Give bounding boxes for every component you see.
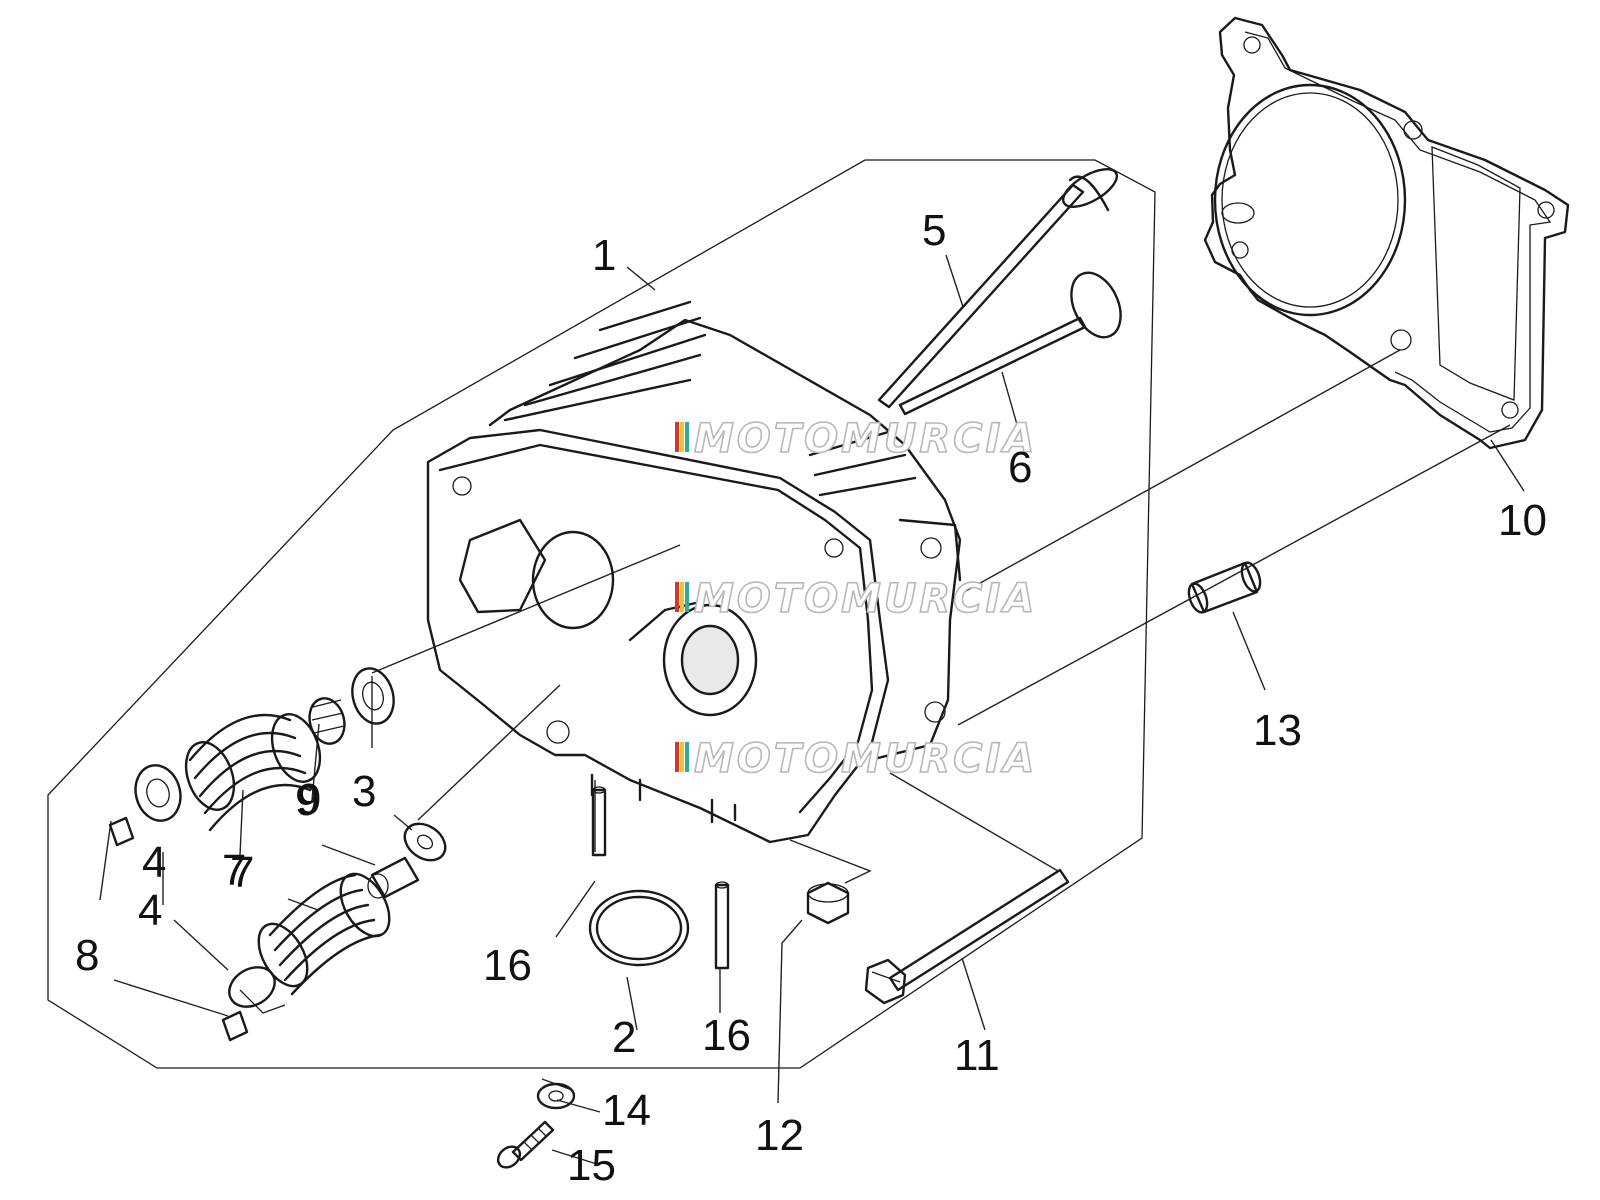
- head-gasket-part: [1203, 16, 1570, 450]
- callout-7a: 7: [230, 848, 254, 897]
- callout-3: 3: [352, 767, 376, 816]
- lower-valve-seal-part: [367, 856, 420, 899]
- watermark-text: MOTOMURCIA: [694, 736, 1037, 782]
- callout-12: 12: [755, 1111, 804, 1160]
- watermark-text: MOTOMURCIA: [694, 576, 1037, 622]
- washer-part: [536, 1082, 576, 1110]
- upper-collet-part: [108, 816, 135, 847]
- assembly-boundary: [47, 159, 1156, 1069]
- intake-valve-part: [898, 271, 1122, 416]
- callout-16a: 16: [483, 941, 532, 990]
- upper-spring-seat-part: [351, 667, 395, 725]
- watermark-text: MOTOMURCIA: [694, 416, 1037, 462]
- callout-4a: 4: [142, 838, 166, 887]
- callout-9a: 9: [295, 776, 319, 825]
- upper-valve-seal-part: [308, 697, 346, 745]
- callout-8: 8: [75, 931, 99, 980]
- upper-valve-spring-part: [184, 713, 322, 832]
- callout-5: 5: [922, 206, 946, 255]
- nut-part: [806, 881, 850, 925]
- callout-16b: 16: [702, 1011, 751, 1060]
- callout-10: 10: [1498, 496, 1547, 545]
- watermark-middle: MOTOMURCIA: [675, 575, 1037, 623]
- leader-lines: [99, 254, 1525, 1166]
- lower-spring-cap-part: [228, 966, 286, 1014]
- watermark-top: MOTOMURCIA: [675, 415, 1037, 463]
- callout-1: 1: [592, 231, 616, 280]
- dowel-sleeve-part: [1187, 561, 1262, 614]
- callout-4b: 4: [138, 886, 162, 935]
- callout-11: 11: [954, 1031, 1000, 1080]
- callout-15: 15: [567, 1141, 616, 1190]
- callout-7b: 7: [222, 846, 246, 895]
- dowel-pin-right-part: [714, 881, 730, 970]
- o-ring-part: [588, 889, 690, 967]
- dowel-pin-left-part: [591, 786, 607, 857]
- callout-2: 2: [612, 1013, 636, 1062]
- long-bolt-part: [864, 868, 1070, 1005]
- exhaust-valve-part: [877, 168, 1118, 409]
- callout-13: 13: [1253, 706, 1302, 755]
- lower-valve-spring-part: [257, 872, 391, 996]
- lower-spring-seat-part: [403, 822, 447, 862]
- screw-part: [496, 1120, 555, 1169]
- cylinder-head-part: [426, 300, 962, 844]
- callout-6: 6: [1008, 443, 1032, 492]
- upper-spring-cap-part: [134, 764, 182, 822]
- callout-14: 14: [602, 1086, 651, 1135]
- callout-9b: 9: [297, 775, 321, 824]
- lower-collet-part: [221, 1010, 249, 1042]
- watermark-bottom: MOTOMURCIA: [675, 735, 1037, 783]
- callout-labels: 1 2 3 4 4 5 6 7 7 8 9 9 10 11 12 13 14 1…: [75, 206, 1547, 1190]
